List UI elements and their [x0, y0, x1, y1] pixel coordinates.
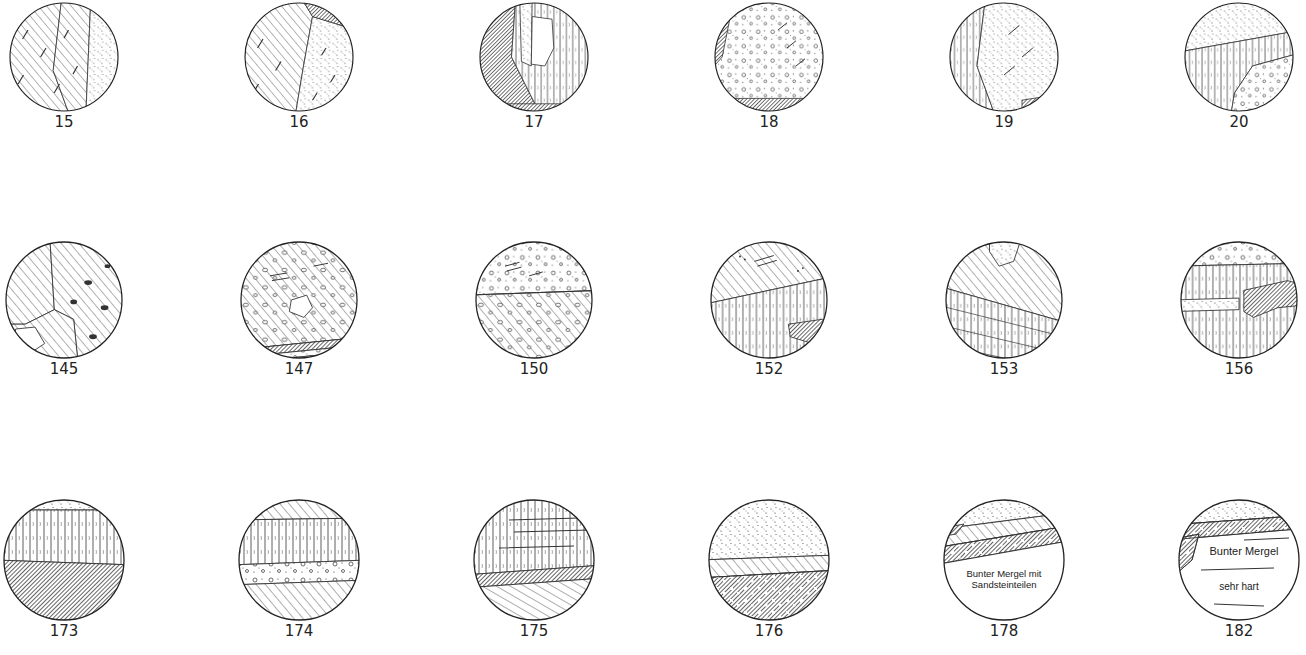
rock-note: Bunter Mergel mit Sandsteinteilen	[956, 568, 1052, 591]
section-circle: 174	[239, 500, 359, 620]
section-number: 173	[50, 623, 79, 640]
section-number: 145	[50, 361, 79, 378]
section-number: 15	[54, 114, 73, 131]
section-circle: 152	[711, 242, 827, 358]
section-circle: Bunter Mergelsehr hart182	[1179, 500, 1299, 620]
section-circle: 17	[480, 3, 588, 111]
section-number: 19	[994, 114, 1013, 131]
section-circle: 145	[6, 242, 122, 358]
section-number: 174	[285, 623, 314, 640]
section-circle: 150	[476, 242, 592, 358]
section-number: 150	[520, 361, 549, 378]
section-number: 176	[755, 623, 784, 640]
section-number: 20	[1229, 114, 1248, 131]
section-number: 18	[759, 114, 778, 131]
section-circle: 156	[1181, 242, 1297, 358]
section-circle: 16	[245, 3, 353, 111]
section-circle: 147	[241, 242, 357, 358]
section-number: 152	[755, 361, 784, 378]
section-number: 175	[520, 623, 549, 640]
section-circle: 176	[709, 500, 829, 620]
section-circle: 20	[1185, 3, 1293, 111]
section-circle: 15	[10, 3, 118, 111]
rock-note: Bunter Mergel	[1199, 545, 1289, 558]
section-circle: 175	[474, 500, 594, 620]
section-circle: 173	[4, 500, 124, 620]
section-number: 156	[1225, 361, 1254, 378]
section-number: 16	[289, 114, 308, 131]
rock-note: sehr hart	[1209, 581, 1269, 593]
section-circle: Bunter Mergel mit Sandsteinteilen178	[944, 500, 1064, 620]
section-circle: 18	[715, 3, 823, 111]
section-number: 17	[524, 114, 543, 131]
section-number: 182	[1225, 623, 1254, 640]
section-number: 153	[990, 361, 1019, 378]
section-circle: 19	[950, 3, 1058, 111]
section-number: 147	[285, 361, 314, 378]
section-number: 178	[990, 623, 1019, 640]
section-circle: 153	[946, 242, 1062, 358]
